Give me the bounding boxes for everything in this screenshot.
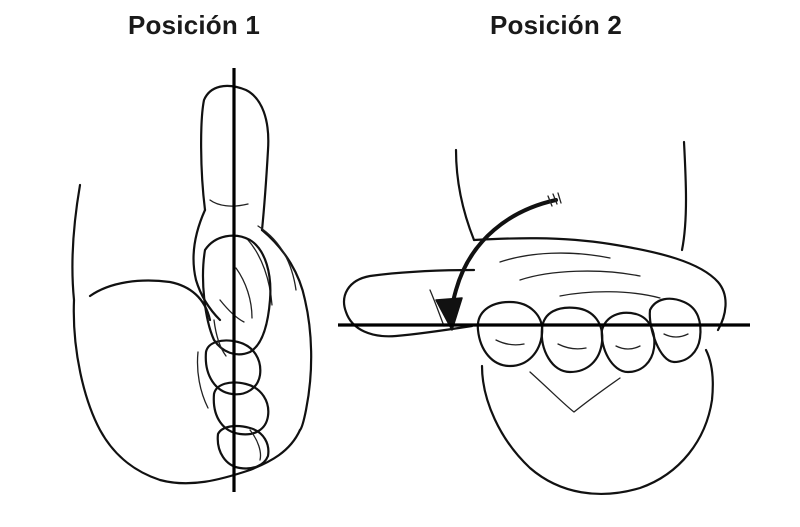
hand-2-finger-lines	[496, 334, 688, 349]
hand-1-thumb-crease	[210, 200, 248, 206]
hand-1-finger-4	[218, 426, 269, 469]
hand-position-2	[338, 142, 750, 494]
hand-1-palm-fold	[194, 210, 220, 320]
hand-1-palm-right	[262, 230, 311, 430]
hand-1-knuckle-lines	[197, 300, 260, 460]
hand-2-finger-1	[478, 302, 542, 366]
hand-2-finger-4	[650, 299, 701, 362]
hand-2-forearm-right	[682, 142, 686, 250]
hand-2-lower-contour	[482, 350, 713, 494]
hand-2-knuckle-fold	[530, 372, 620, 412]
hand-position-1	[72, 68, 311, 492]
hand-2-finger-3	[602, 313, 655, 372]
hand-1-index-finger	[203, 236, 270, 355]
hand-2-palm-top	[474, 238, 726, 330]
hand-2-forearm-left	[456, 150, 474, 240]
hand-1-back-contour	[90, 281, 210, 320]
hand-2-finger-2	[542, 308, 602, 372]
hand-1-palm-lines	[236, 226, 296, 318]
hand-2-palm-lines	[500, 253, 660, 298]
rotation-arrow-tail-ticks	[548, 193, 561, 206]
